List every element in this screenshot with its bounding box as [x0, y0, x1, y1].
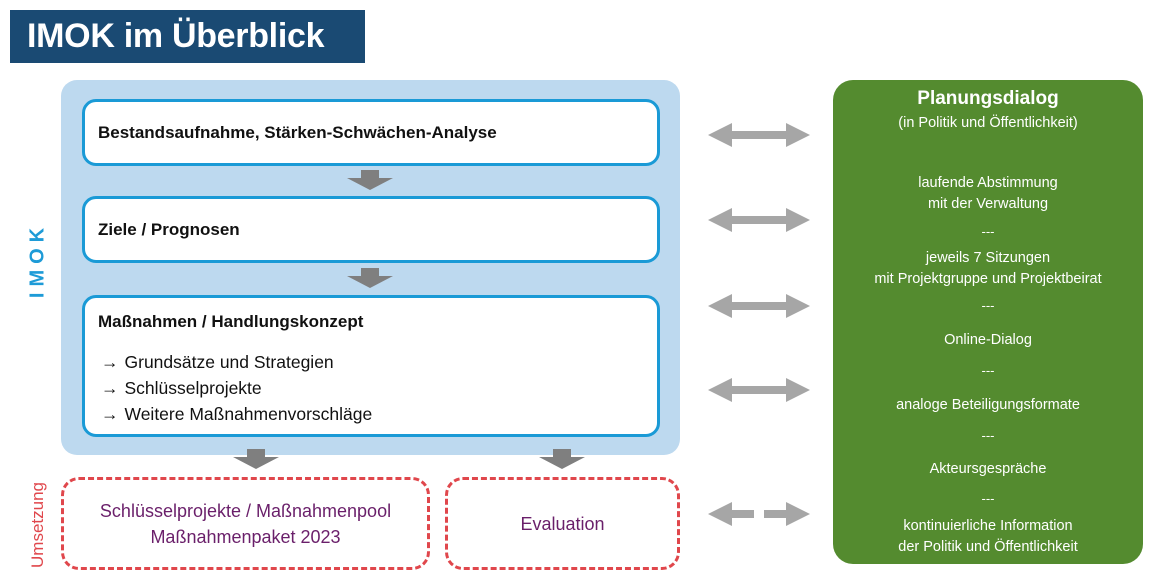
list-item-text: Grundsätze und Strategien [124, 352, 334, 372]
list-item: →Weitere Maßnahmenvorschläge [101, 401, 372, 427]
separator: --- [981, 363, 995, 378]
list-item: →Grundsätze und Strategien [101, 349, 372, 375]
item-line: mit der Verwaltung [927, 196, 1049, 212]
item-line: Akteursgespräche [929, 461, 1047, 477]
planungsdialog-item: Online-Dialog [833, 330, 1143, 351]
planungsdialog-item: jeweils 7 Sitzungen mit Projektgruppe un… [833, 248, 1143, 290]
planungsdialog-item: analoge Beteiligungsformate [833, 395, 1143, 416]
bidirectional-arrow-icon [708, 294, 810, 318]
list-item-text: Schlüsselprojekte [124, 378, 262, 398]
item-line: mit Projektgruppe und Projektbeirat [874, 271, 1102, 287]
planungsdialog-item: kontinuierliche Information der Politik … [833, 516, 1143, 558]
separator: --- [981, 428, 995, 443]
box-line: Schlüsselprojekte / Maßnahmenpool [99, 500, 392, 521]
imok-label-text: IMOK [26, 221, 49, 299]
page-title: IMOK im Überblick [10, 10, 365, 63]
arrow-right-icon: → [101, 404, 119, 424]
item-line: kontinuierliche Information [903, 518, 1073, 534]
bidirectional-arrow-icon [708, 378, 810, 402]
item-line: laufende Abstimmung [918, 175, 1058, 191]
arrow-right-icon: → [101, 352, 119, 372]
step-title: Maßnahmen / Handlungskonzept [98, 312, 364, 331]
down-arrow-icon [539, 449, 585, 469]
dashed-bidirectional-arrow-icon [708, 502, 810, 526]
box-line: Maßnahmenpaket 2023 [150, 526, 341, 547]
item-line: jeweils 7 Sitzungen [925, 250, 1051, 266]
step-bestandsaufnahme: Bestandsaufnahme, Stärken-Schwächen-Anal… [82, 99, 660, 166]
list-item: →Schlüsselprojekte [101, 375, 372, 401]
list-item-text: Weitere Maßnahmenvorschläge [124, 404, 373, 424]
arrow-right-icon: → [101, 378, 119, 398]
umsetzung-box-evaluation: Evaluation [445, 477, 680, 570]
separator: --- [981, 298, 995, 313]
down-arrow-icon [347, 268, 393, 288]
step-title: Ziele / Prognosen [98, 219, 240, 239]
planungsdialog-title: Planungsdialog [917, 88, 1059, 109]
umsetzung-side-label: Umsetzung [18, 470, 58, 580]
item-line: der Politik und Öffentlichkeit [898, 539, 1078, 555]
planungsdialog-subtitle: (in Politik und Öffentlichkeit) [898, 115, 1078, 131]
item-line: analoge Beteiligungsformate [896, 397, 1080, 413]
bidirectional-arrow-icon [708, 208, 810, 232]
separator: --- [981, 491, 995, 506]
step-massnahmen: Maßnahmen / Handlungskonzept →Grundsätze… [82, 295, 660, 437]
massnahmen-list: →Grundsätze und Strategien →Schlüsselpro… [101, 349, 372, 427]
imok-side-label: IMOK [18, 210, 58, 310]
step-title: Bestandsaufnahme, Stärken-Schwächen-Anal… [98, 122, 497, 142]
down-arrow-icon [233, 449, 279, 469]
down-arrow-icon [347, 170, 393, 190]
umsetzung-label-text: Umsetzung [28, 482, 47, 568]
box-line: Evaluation [520, 513, 605, 534]
umsetzung-box-schluesselprojekte: Schlüsselprojekte / Maßnahmenpool Maßnah… [61, 477, 430, 570]
planungsdialog-item: laufende Abstimmung mit der Verwaltung [833, 173, 1143, 215]
step-ziele-prognosen: Ziele / Prognosen [82, 196, 660, 263]
separator: --- [981, 224, 995, 239]
bidirectional-arrow-icon [708, 123, 810, 147]
planungsdialog-panel: Planungsdialog (in Politik und Öffentlic… [833, 80, 1143, 564]
planungsdialog-item: Akteursgespräche [833, 459, 1143, 480]
item-line: Online-Dialog [944, 332, 1032, 348]
